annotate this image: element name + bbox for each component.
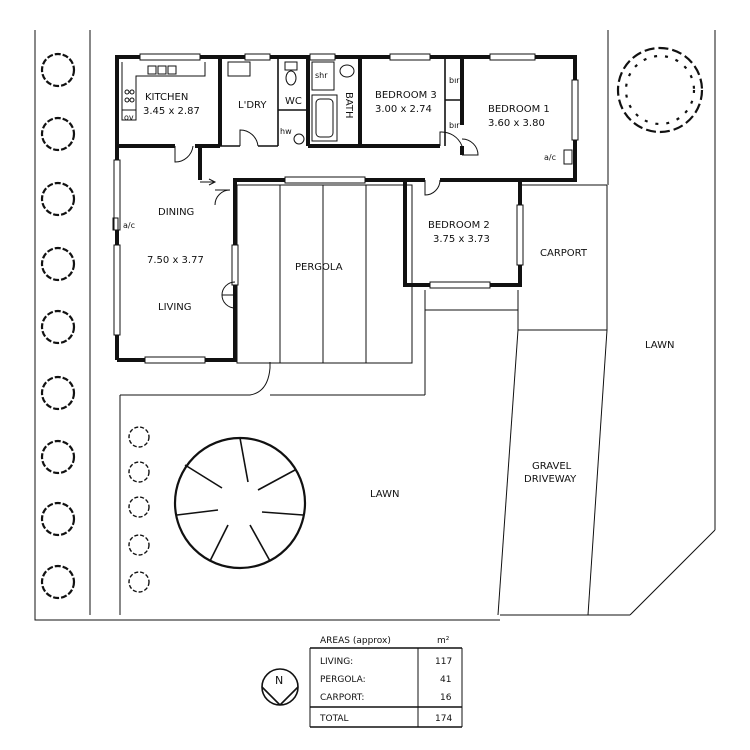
bedroom2-size: 3.75 x 3.73 [433,234,490,245]
bath-label: BATH [343,92,354,119]
north-label: N [275,674,283,687]
areas-unit: m² [437,636,450,646]
shrubs [128,426,150,593]
areas-row-value-1: 41 [440,675,451,685]
garden-edges [119,184,608,616]
pergola [236,184,413,364]
areas-total-value: 174 [435,714,452,724]
wc-label: WC [285,96,302,107]
dining-label: DINING [158,207,194,218]
doors [174,129,479,309]
lawn-right-label: LAWN [645,340,674,351]
driveway-label-1: GRAVEL [532,461,572,472]
areas-row-value-2: 16 [440,693,452,703]
bedroom1-label: BEDROOM 1 [488,104,550,115]
kitchen-label: KITCHEN [145,92,188,103]
robe-a-label: bır [449,76,460,85]
large-tree-lawn [173,436,307,570]
pergola-label: PERGOLA [295,262,343,273]
robe-b-label: bır [449,121,460,130]
driveway-label-2: DRIVEWAY [524,474,577,485]
living-size: 7.50 x 3.77 [147,255,204,266]
areas-table: AREAS (approx) m² LIVING: 117 PERGOLA: 4… [309,636,463,728]
site-boundary [34,30,716,621]
bedroom3-size: 3.00 x 2.74 [375,104,432,115]
kitchen-size: 3.45 x 2.87 [143,106,200,117]
aircon-dining-label: a/c [123,221,135,230]
windows [113,53,579,364]
shower-label: shr [315,71,328,80]
living-label: LIVING [158,302,192,313]
areas-total-label: TOTAL [319,714,349,724]
hot-water-label: hw [280,127,292,136]
north-arrow: N [261,668,299,706]
room-labels: KITCHEN 3.45 x 2.87 ov L'DRY WC shr BATH… [123,71,674,500]
areas-row-label-2: CARPORT: [320,693,364,703]
aircon-bed1-label: a/c [544,153,556,162]
areas-title: AREAS (approx) [320,636,391,646]
areas-row-label-0: LIVING: [320,657,353,667]
laundry-label: L'DRY [238,100,267,111]
bedroom2-label: BEDROOM 2 [428,220,490,231]
areas-row-value-0: 117 [435,657,452,667]
house-walls [115,55,577,362]
boundary-trees [40,52,76,600]
areas-row-label-1: PERGOLA: [320,675,366,685]
large-tree-top [616,46,704,134]
fixtures [112,61,573,231]
oven-label: ov [124,113,134,122]
lawn-main-label: LAWN [370,489,399,500]
carport-label: CARPORT [540,248,588,259]
bedroom3-label: BEDROOM 3 [375,90,437,101]
bedroom1-size: 3.60 x 3.80 [488,118,545,129]
